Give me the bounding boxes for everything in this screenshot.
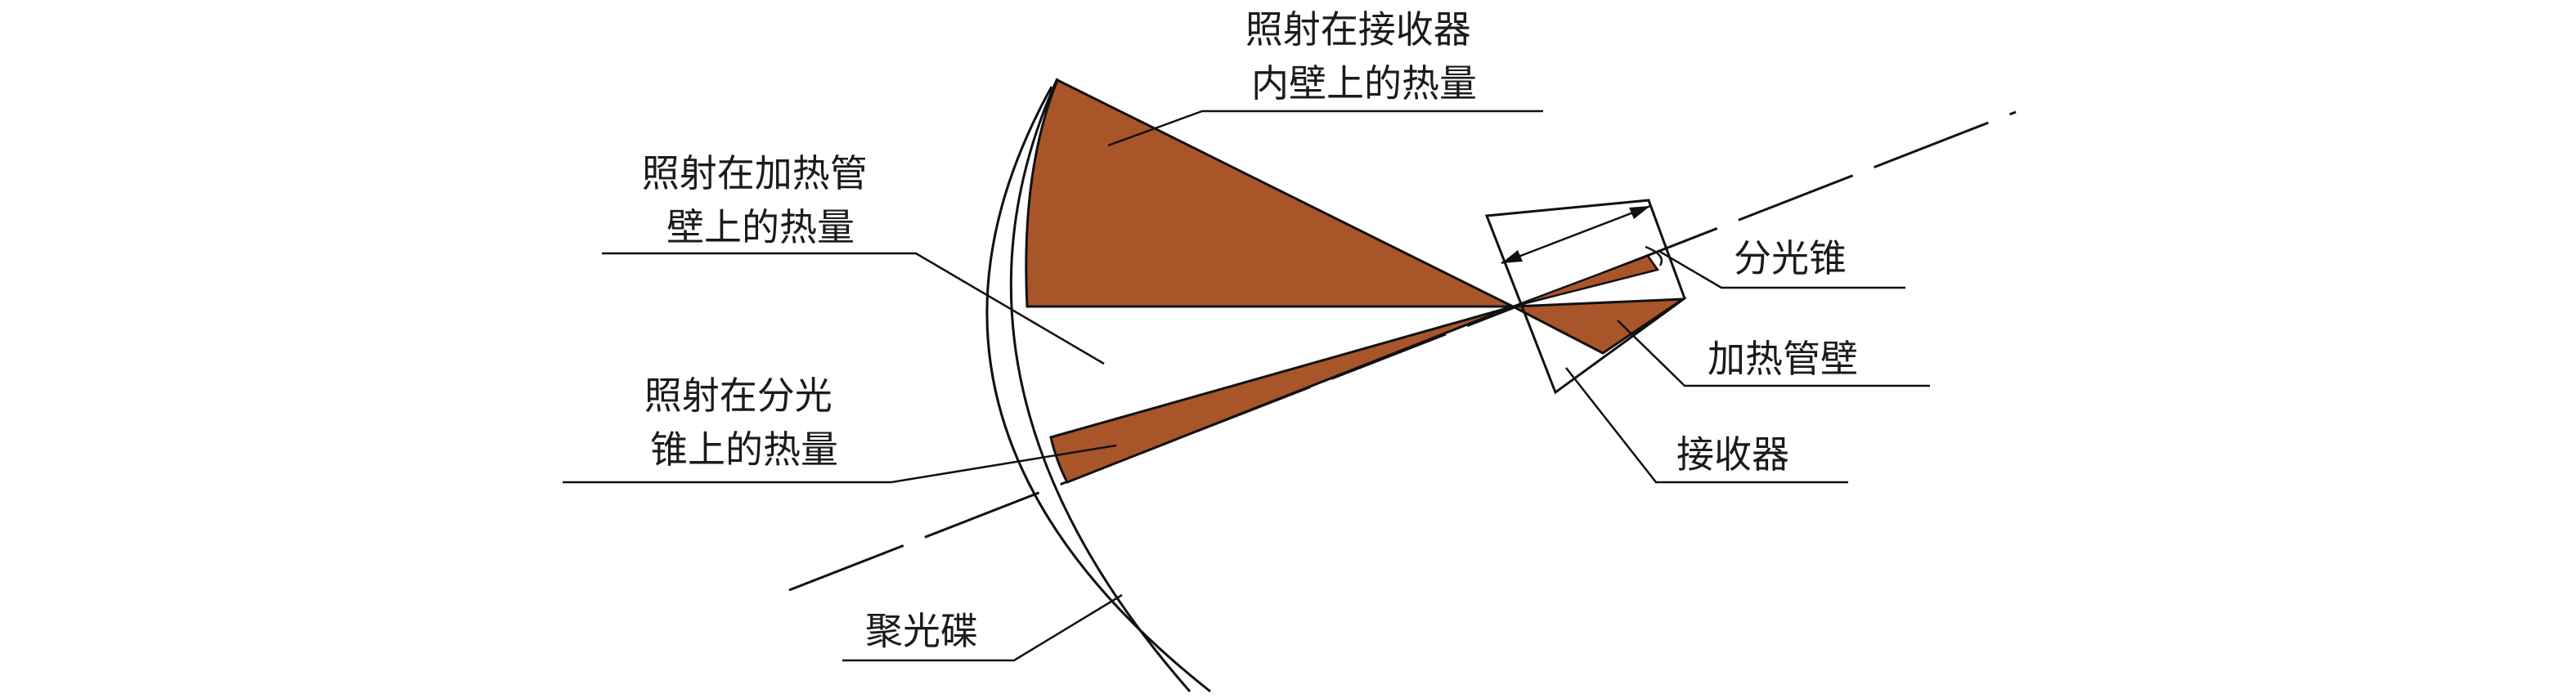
splitter-cone-label: 分光锥 — [1734, 236, 1847, 280]
leader-concentrator-dish — [842, 593, 1123, 662]
heating-tube-wall-label: 加热管壁 — [1708, 337, 1858, 381]
leader-heating-tube-wall-label — [1617, 320, 1930, 387]
receiver-box — [1484, 199, 1686, 395]
heating-tube-wall-heat-label-line2: 壁上的热量 — [666, 205, 855, 249]
splitter-cone-heat-label-line2: 锥上的热量 — [650, 427, 838, 472]
receiver-inner-wall-heat-label-line2: 内壁上的热量 — [1251, 61, 1477, 105]
receiver-inner-wall-heat-region — [1025, 78, 1514, 308]
splitter-cone-tip-arc — [1645, 245, 1663, 266]
leader-receiver — [1565, 367, 1848, 484]
heating-tube-wall-heat-label-line1: 照射在加热管 — [642, 151, 868, 195]
receiver-label: 接收器 — [1676, 432, 1789, 477]
concentrator-dish-label: 聚光碟 — [865, 609, 978, 653]
heating-tube-wall-heat-region — [1508, 298, 1688, 355]
leader-heating-tube-wall — [602, 252, 1105, 365]
concentrator-dish-outer-arc — [985, 86, 1211, 693]
receiver-dimension-arrow — [1501, 204, 1651, 265]
leader-splitter-cone-heat — [563, 444, 1117, 484]
splitter-cone-heat-region — [1049, 305, 1514, 484]
receiver-dimension-arrowhead-left — [1501, 250, 1523, 263]
concentrator-dish-inner-arc — [1009, 78, 1192, 692]
heating-tube-wall-heat-label: 照射在加热管 壁上的热量 — [642, 151, 880, 249]
receiver-dimension-arrowhead-right — [1629, 206, 1650, 219]
splitter-cone-thin-heat-region — [1512, 254, 1660, 308]
receiver-inner-wall-heat-label-line1: 照射在接收器 — [1245, 7, 1471, 51]
splitter-cone-heat-label: 照射在分光 锥上的热量 — [644, 374, 845, 472]
leader-splitter-cone — [1659, 250, 1905, 289]
receiver-inner-wall-heat-label: 照射在接收器 内壁上的热量 — [1245, 7, 1483, 105]
leader-receiver-inner-wall — [1107, 110, 1543, 147]
splitter-cone-heat-label-line1: 照射在分光 — [644, 374, 832, 418]
